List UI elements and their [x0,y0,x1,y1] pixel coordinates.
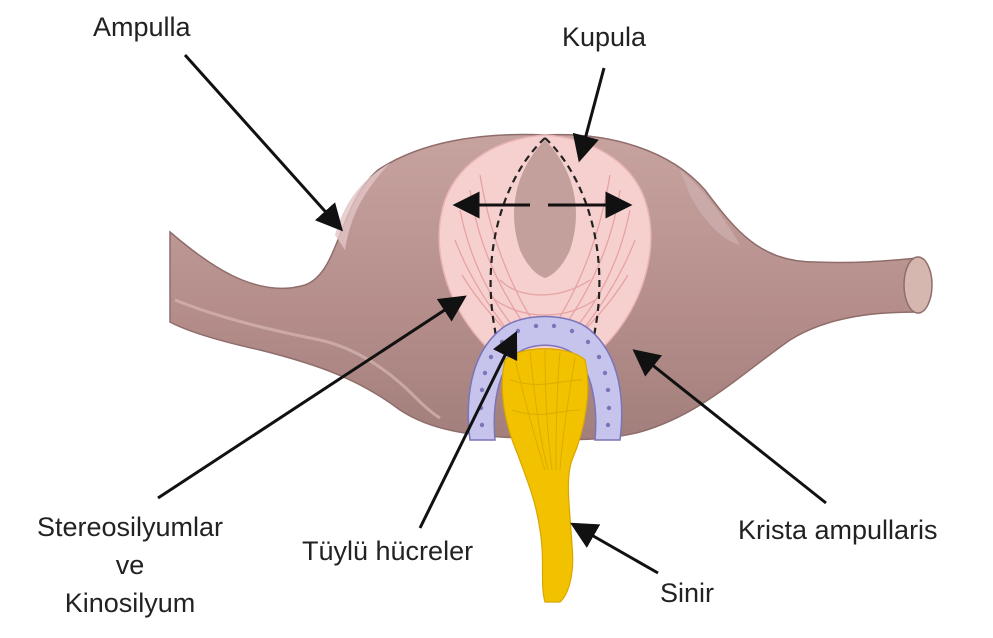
ampulla-arrow [185,55,340,228]
label-tuylu-hucreler: Tüylü hücreler [302,536,473,566]
label-krista-ampullaris: Krista ampullaris [738,515,938,545]
label-ve: ve [116,550,145,580]
label-sinir: Sinir [660,578,714,608]
label-kinosilyum: Kinosilyum [65,588,196,618]
tube-opening [904,257,932,313]
label-kupula: Kupula [562,22,647,52]
label-ampulla: Ampulla [93,12,192,42]
nerve [502,349,588,602]
sinir-arrow [574,525,658,573]
nerve-fibers [502,349,588,602]
label-stereosilyumlar: Stereosilyumlar [37,512,223,542]
